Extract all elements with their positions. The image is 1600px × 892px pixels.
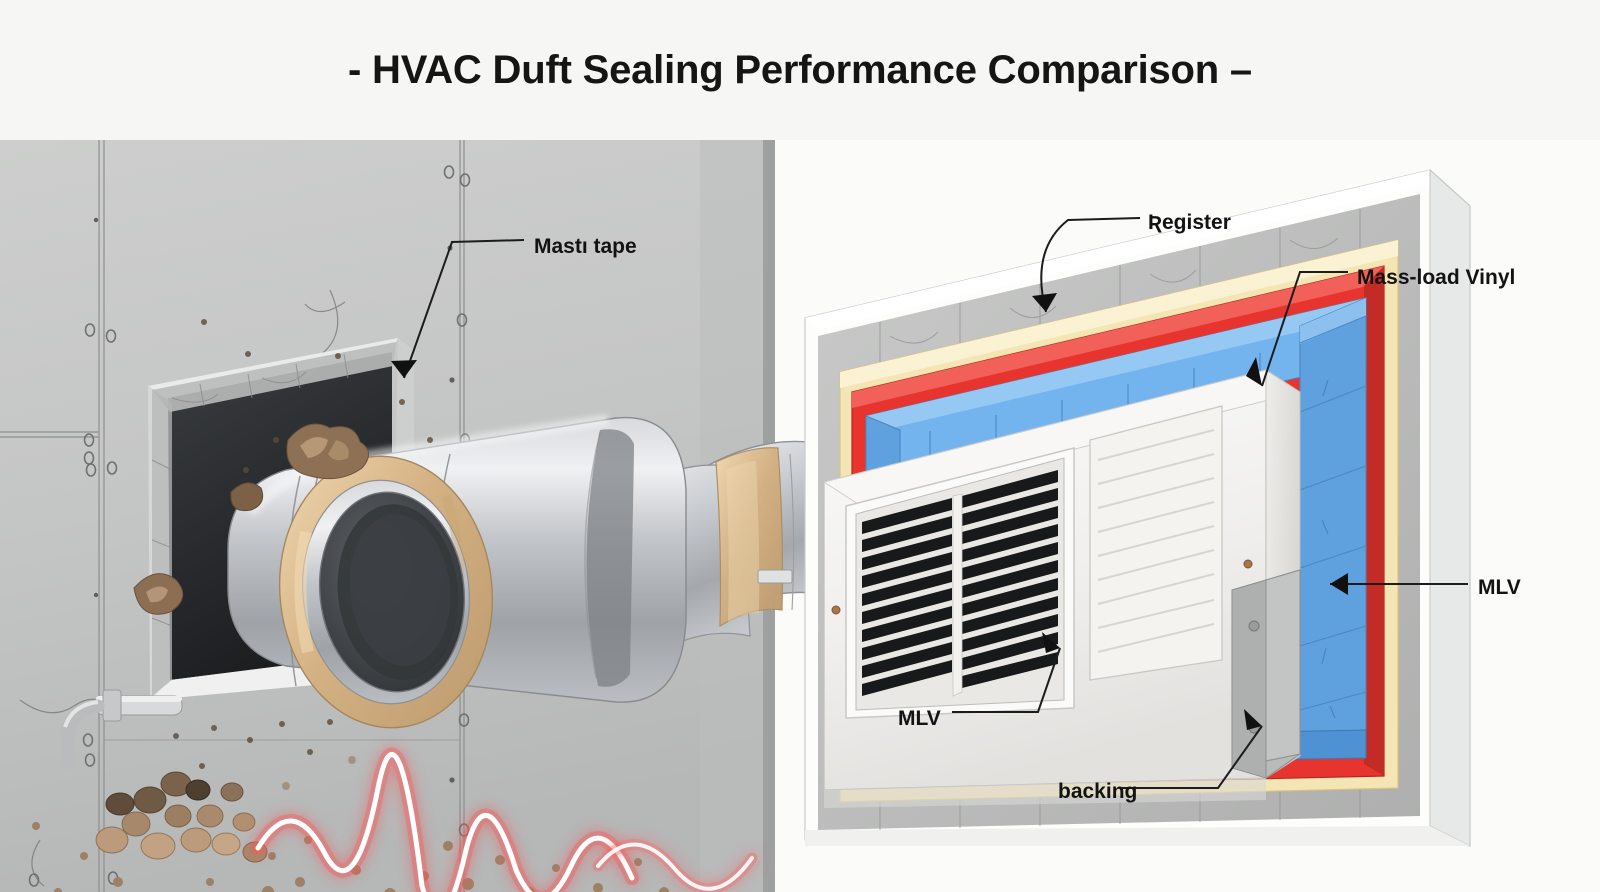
debris-clump-left xyxy=(133,573,184,615)
conduit-external xyxy=(61,689,183,771)
technical-illustration xyxy=(0,140,1600,892)
sound-wave-leak xyxy=(251,747,758,892)
callout-leader-lines xyxy=(403,217,1468,789)
arrowhead-mass-load-vinyl xyxy=(1246,357,1262,386)
callout-arrowheads xyxy=(391,293,1348,730)
cutout-masonry-lines xyxy=(171,353,349,407)
grille-louvers xyxy=(862,470,1058,697)
frame-top-bevel xyxy=(805,170,1442,330)
red-barrier-top-highlight xyxy=(852,266,1384,408)
callout-label-register: Ʀegister xyxy=(1148,211,1231,234)
round-duct-boot xyxy=(227,414,687,729)
register-fasteners xyxy=(831,559,1253,615)
callout-label-mlv-right: MLV xyxy=(1478,576,1521,599)
callout-label-mass-load-vinyl: Mass-load Vinyl xyxy=(1357,266,1516,289)
cutout-masonry-left xyxy=(152,390,172,696)
arrowhead-mlv-right xyxy=(1330,573,1348,595)
arrowhead-mastic-tape xyxy=(391,360,417,378)
arrowhead-register xyxy=(1032,293,1057,312)
cutout-masonry-strip xyxy=(152,342,396,412)
right-scene-sealed-assembly xyxy=(804,168,1471,847)
debris-clump-top xyxy=(230,423,369,512)
callout-label-backing: backing xyxy=(1058,780,1138,803)
arrowhead-mlv-bottom xyxy=(1042,632,1060,653)
register-housing-box xyxy=(1231,569,1301,780)
header-band: - HVAC Duft Sealing Performance Comparis… xyxy=(0,0,1600,140)
debris-spill xyxy=(95,771,268,863)
page-title: - HVAC Duft Sealing Performance Comparis… xyxy=(348,47,1252,92)
arrowhead-backing xyxy=(1244,709,1262,730)
frame-bottom-bevel xyxy=(805,826,1470,846)
left-scene-unsealed-duct xyxy=(0,140,883,892)
red-barrier-right-shade xyxy=(1364,266,1384,776)
cream-backing-top-highlight xyxy=(840,240,1398,388)
grille-secondary-panel xyxy=(1089,405,1223,681)
debris-rubble xyxy=(32,319,669,892)
callout-label-mlv-bottom: MLV xyxy=(898,707,941,730)
register-grille xyxy=(822,369,1302,791)
debris-dark-specks xyxy=(173,319,433,769)
register-drop-shadow xyxy=(824,778,1266,808)
callout-label-mastic-tape: Mastı tape xyxy=(534,235,637,258)
illustration-canvas: Mastı tape Ʀegister Mass-load Vinyl MLV … xyxy=(0,140,1600,892)
